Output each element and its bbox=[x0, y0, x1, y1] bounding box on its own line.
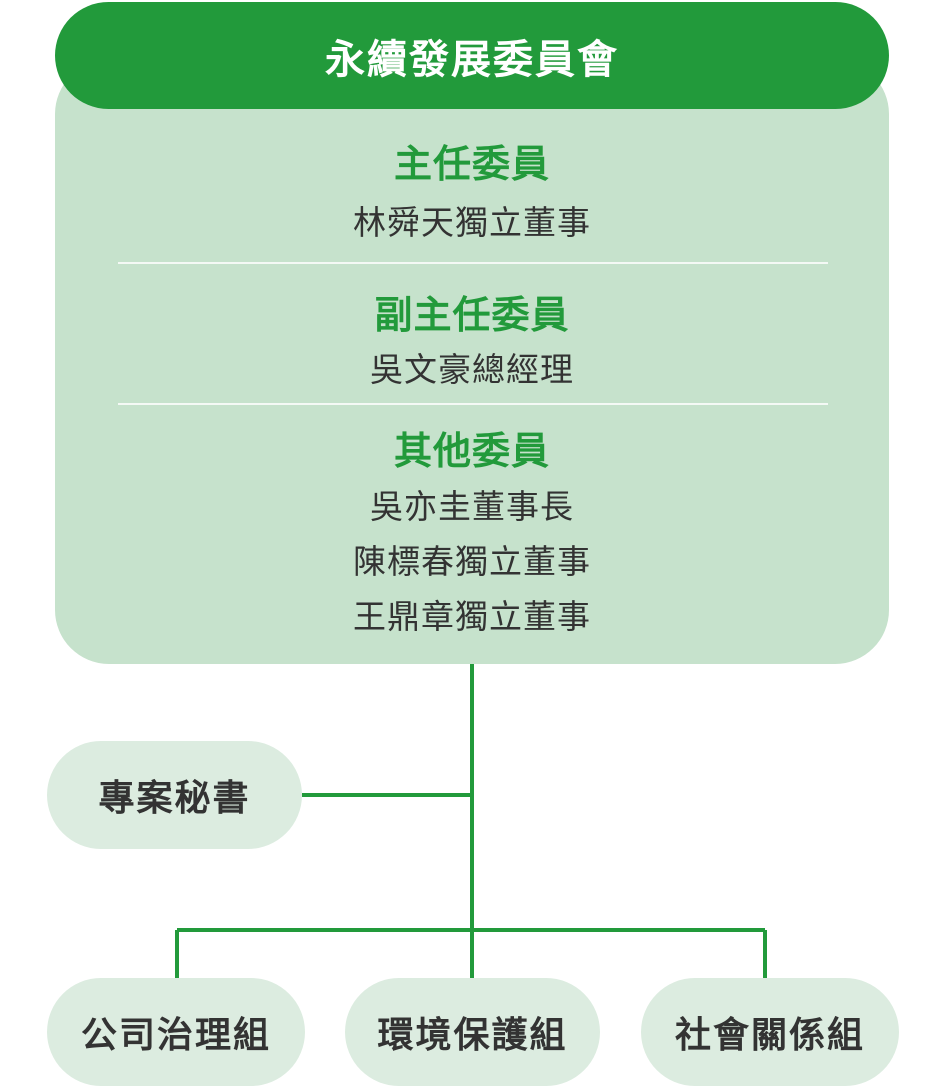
group-node-social-relations: 社會關係組 bbox=[641, 978, 899, 1086]
chair-role-title: 主任委員 bbox=[393, 142, 550, 186]
members-role-title: 其他委員 bbox=[393, 429, 550, 473]
chair-member-name: 林舜天獨立董事 bbox=[353, 203, 591, 242]
group-node-environmental-protection: 環境保護組 bbox=[345, 978, 600, 1086]
vice-chair-member-name: 吳文豪總經理 bbox=[370, 350, 574, 389]
member-name: 吳亦圭董事長 bbox=[370, 487, 574, 526]
member-name: 陳標春獨立董事 bbox=[353, 542, 591, 581]
member-name: 王鼎章獨立董事 bbox=[353, 597, 591, 636]
group-node-corporate-governance: 公司治理組 bbox=[47, 978, 305, 1086]
section-divider bbox=[118, 403, 828, 405]
committee-members-panel bbox=[55, 60, 889, 664]
committee-title: 永續發展委員會 bbox=[55, 2, 889, 109]
section-divider bbox=[118, 262, 828, 264]
vice-chair-role-title: 副主任委員 bbox=[374, 293, 570, 337]
secretary-node: 專案秘書 bbox=[47, 741, 302, 849]
